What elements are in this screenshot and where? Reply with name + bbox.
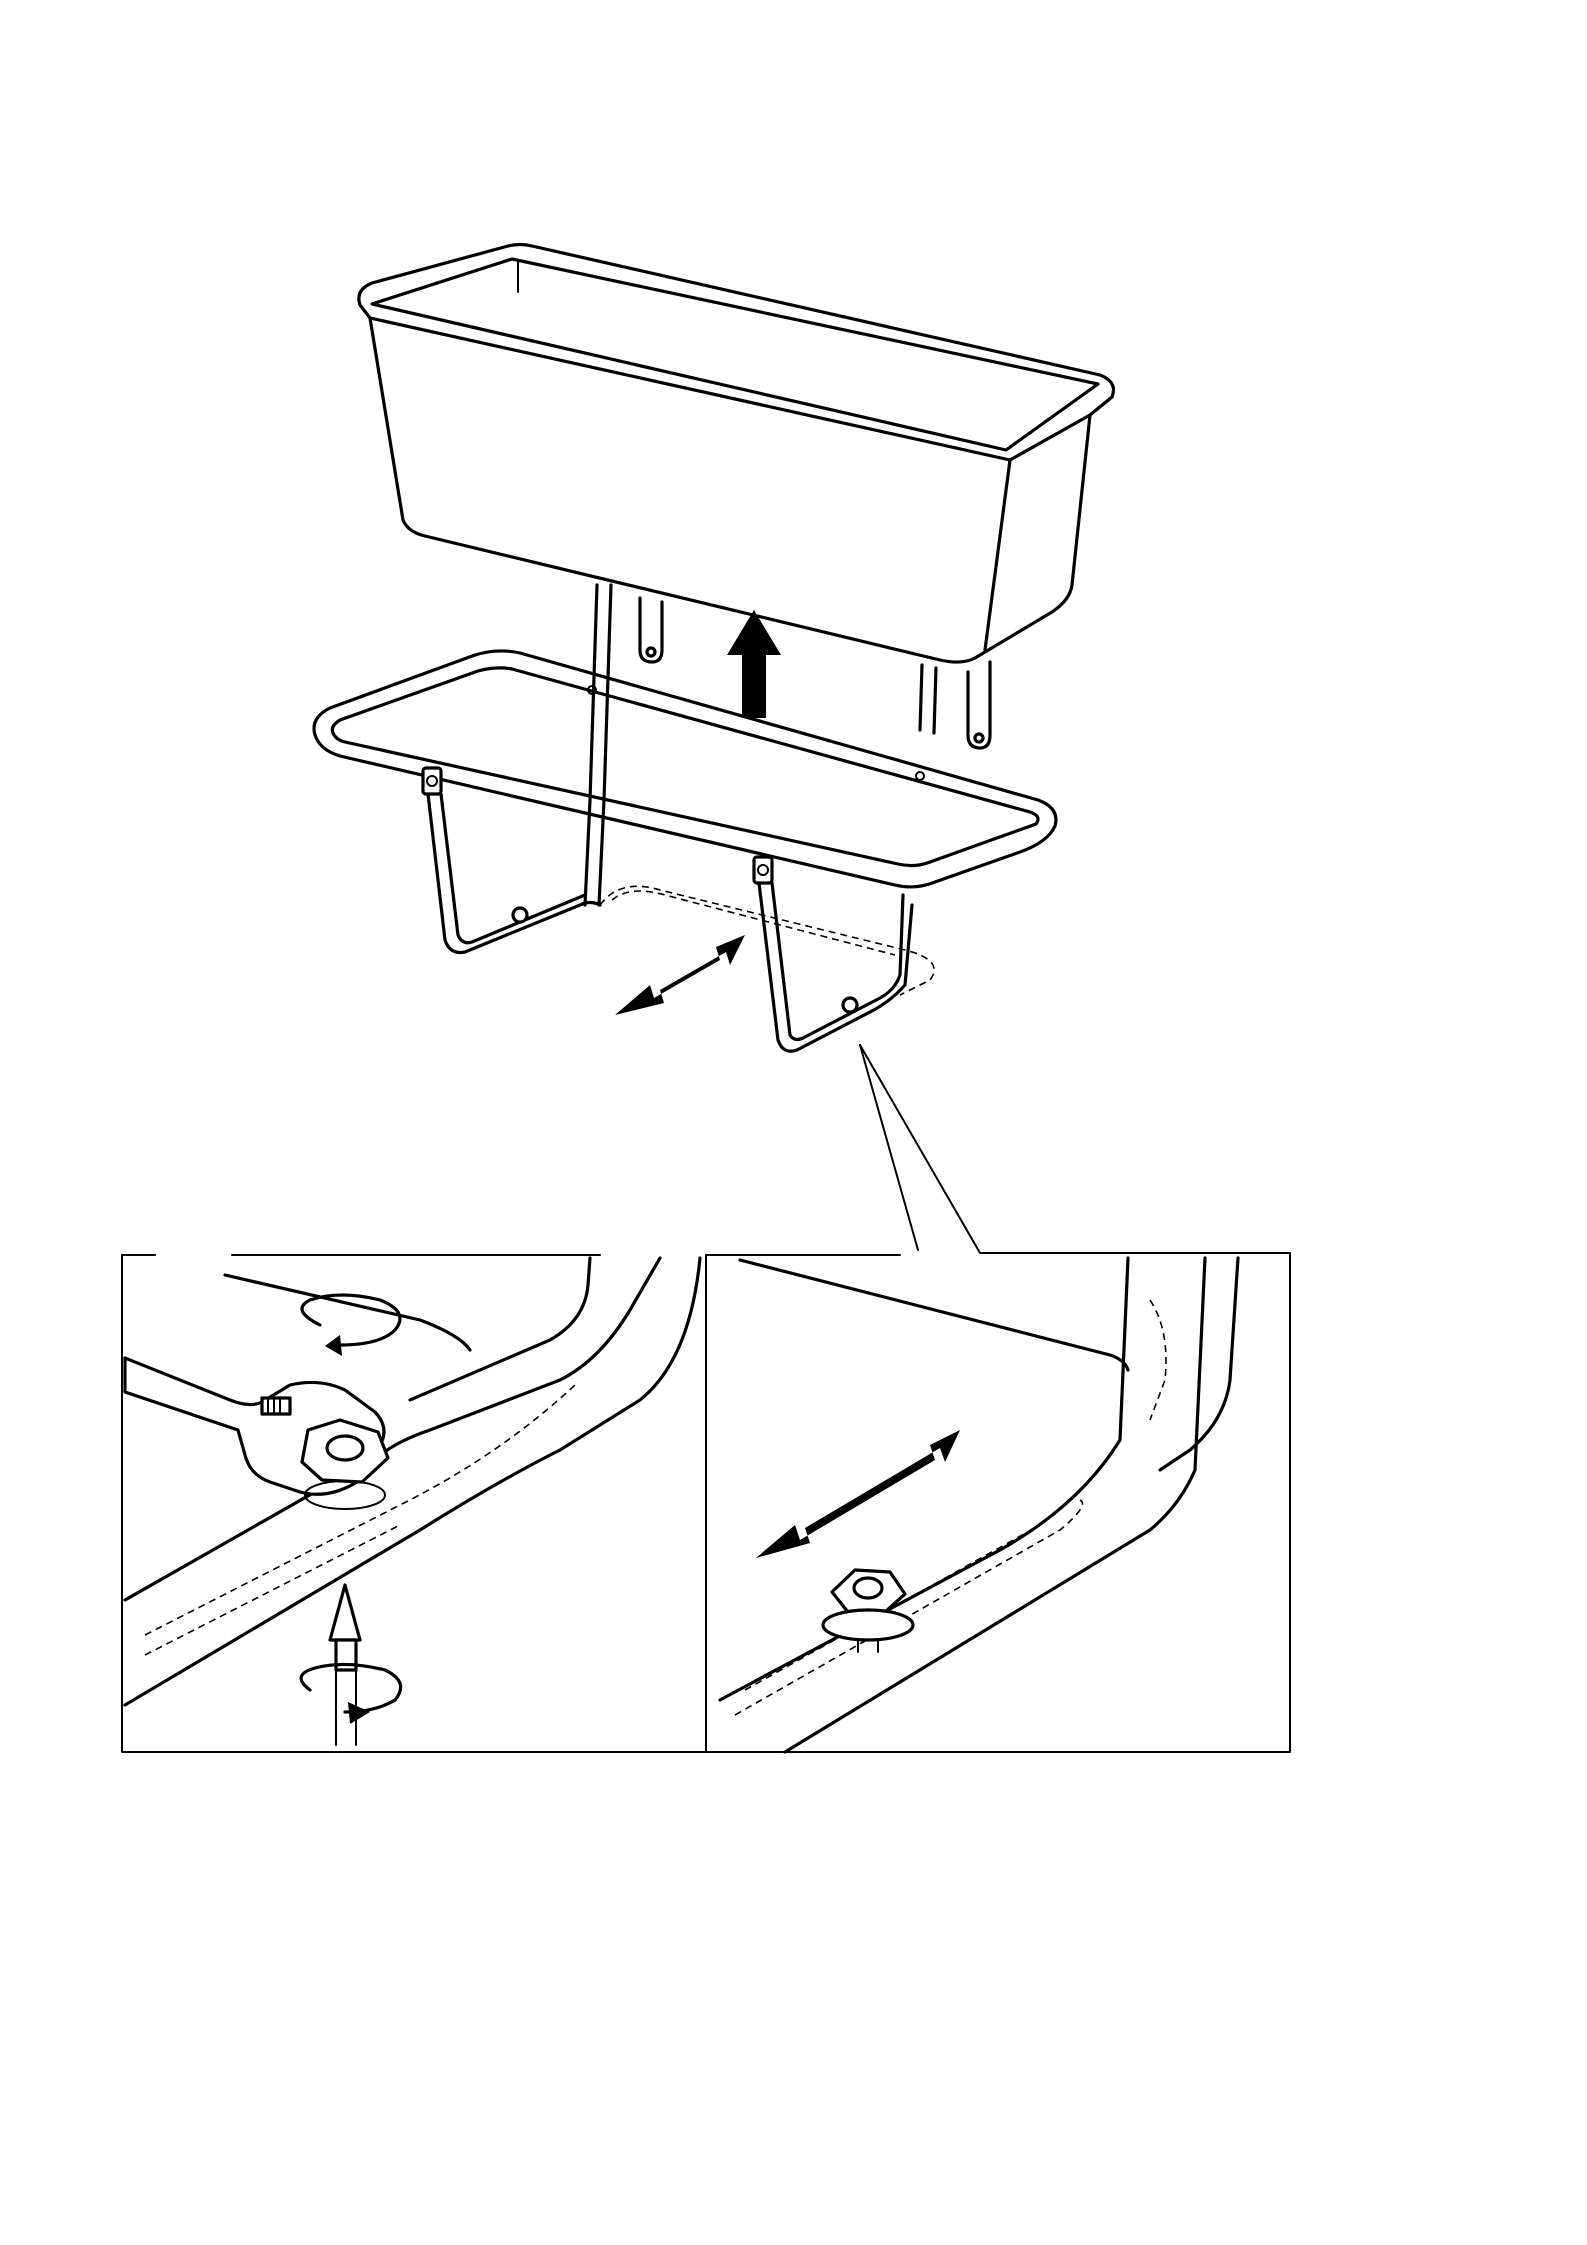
callout-lines <box>860 1045 1290 1253</box>
double-arrow-icon <box>756 1430 960 1558</box>
arrow-up-icon <box>727 610 781 718</box>
double-arrow-icon <box>615 935 745 1015</box>
frame-front-legs <box>428 794 934 1051</box>
detail-panel-loosen <box>122 1255 706 1752</box>
frame-top-ring <box>314 651 1056 887</box>
rotate-arrow-icon <box>301 1664 401 1724</box>
planter-box <box>359 245 1114 663</box>
detail-panel-adjust <box>706 1253 1290 1752</box>
